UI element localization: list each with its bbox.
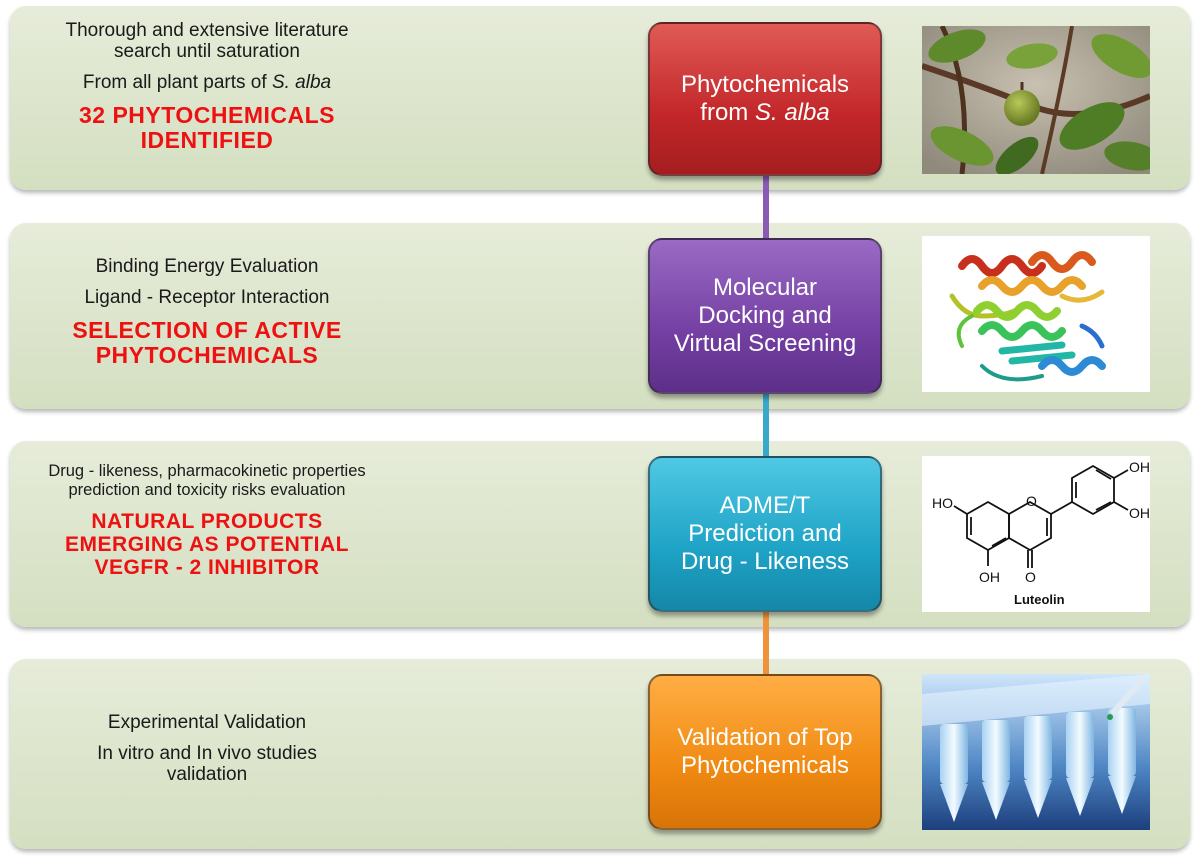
lab-tubes-photo [922, 674, 1150, 830]
stage-3-highlight: NATURAL PRODUCTS EMERGING AS POTENTIAL V… [65, 510, 349, 579]
luteolin-structure: O OH OH HO OH O Luteolin [922, 456, 1150, 612]
stage-1-box: Phytochemicals from S. alba [648, 22, 882, 176]
connector-2-3 [763, 394, 769, 456]
stage-2-highlight: SELECTION OF ACTIVE PHYTOCHEMICALS [72, 317, 342, 368]
stage-3-box: ADME/T Prediction and Drug - Likeness [648, 456, 882, 612]
luteolin-structure-icon: O OH OH HO OH O Luteolin [922, 456, 1150, 612]
oh-right-label: OH [1129, 505, 1150, 521]
stage-2-line-2: Ligand - Receptor Interaction [84, 287, 330, 308]
oh-bottom-label: OH [979, 569, 1000, 585]
stage-3-description: Drug - likeness, pharmacokinetic propert… [22, 462, 392, 579]
stage-2-box-title: Molecular Docking and Virtual Screening [673, 274, 857, 357]
stage-4-description: Experimental Validation In vitro and In … [22, 712, 392, 785]
ho-left-label: HO [932, 495, 953, 511]
stage-4-box-title: Validation of Top Phytochemicals [677, 724, 853, 779]
stage-2-box: Molecular Docking and Virtual Screening [648, 238, 882, 394]
carbonyl-oxygen-label: O [1025, 569, 1036, 585]
molecule-caption: Luteolin [1014, 592, 1065, 607]
protein-ribbon-icon [922, 236, 1150, 392]
stage-1-source-species: S. alba [271, 72, 332, 93]
plant-fruit-icon [922, 26, 1150, 174]
stage-1-highlight: 32 PHYTOCHEMICALS IDENTIFIED [78, 102, 335, 153]
stage-1-source-prefix: From all plant parts of [82, 72, 272, 93]
plant-fruit-photo [922, 26, 1150, 174]
stage-1-box-title: Phytochemicals from S. alba [660, 71, 870, 127]
stage-1-source: From all plant parts of S. alba [22, 72, 392, 93]
connector-1-2 [763, 176, 769, 238]
stage-3-box-title: ADME/T Prediction and Drug - Likeness [680, 492, 850, 575]
stage-1-line-1: Thorough and extensive literature search… [65, 20, 349, 62]
protein-ribbon-structure [922, 236, 1150, 392]
stage-4-box: Validation of Top Phytochemicals [648, 674, 882, 830]
stage-2-line-1: Binding Energy Evaluation [95, 256, 319, 277]
stage-4-line-2: In vitro and In vivo studies validation [97, 743, 317, 785]
stage-1-description: Thorough and extensive literature search… [22, 20, 392, 153]
ring-oxygen-label: O [1026, 493, 1037, 509]
stage-1-box-title-prefix: Phytochemicals from [680, 71, 850, 126]
stage-2-description: Binding Energy Evaluation Ligand - Recep… [22, 256, 392, 368]
lab-tubes-icon [922, 674, 1150, 830]
stage-4-line-1: Experimental Validation [107, 712, 307, 733]
stage-1-box-title-species: S. alba [754, 99, 830, 126]
connector-3-4 [763, 612, 769, 674]
oh-top-label: OH [1129, 459, 1150, 475]
stage-3-line-1: Drug - likeness, pharmacokinetic propert… [48, 462, 366, 499]
